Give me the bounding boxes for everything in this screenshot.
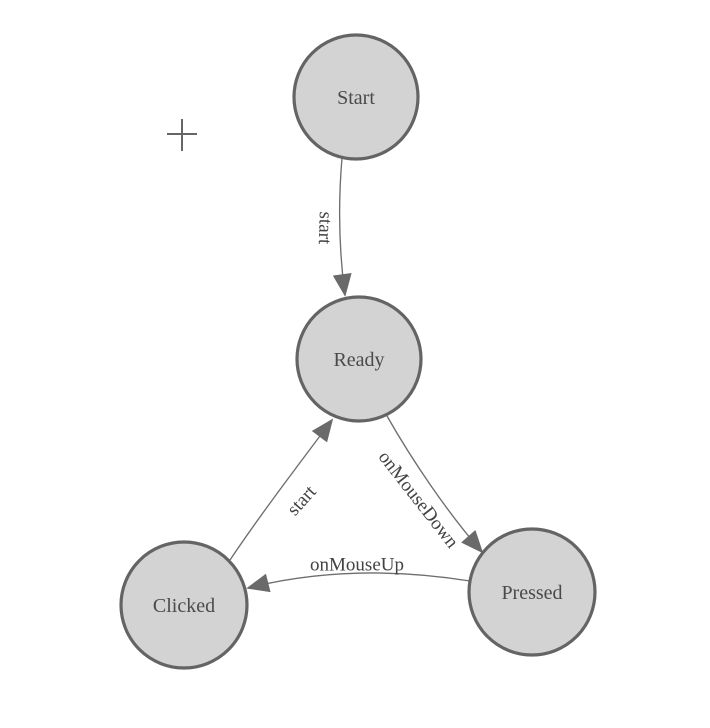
state-label: Clicked (153, 595, 215, 617)
transition-edge-clicked-to-ready[interactable]: start (229, 418, 334, 561)
state-node-pressed[interactable]: Pressed (467, 527, 597, 657)
transition-label: start (314, 211, 336, 245)
node-circle[interactable] (292, 33, 420, 161)
transition-label: onMouseDown (374, 447, 463, 553)
crosshair-plus-icon (167, 119, 197, 151)
state-label: Ready (333, 349, 384, 371)
transition-label: start (283, 481, 321, 520)
node-circle[interactable] (295, 295, 423, 423)
transition-edge-pressed-to-clicked[interactable]: onMouseUp (246, 555, 471, 593)
transition-edge-start-to-ready[interactable]: start (314, 157, 352, 297)
node-circle[interactable] (119, 540, 249, 670)
state-node-ready[interactable]: Ready (295, 295, 423, 423)
state-label: Pressed (501, 582, 562, 604)
transition-label: onMouseUp (310, 555, 404, 576)
node-circle[interactable] (467, 527, 597, 657)
state-node-start[interactable]: Start (292, 33, 420, 161)
edge-path[interactable] (332, 157, 352, 297)
edge-path[interactable] (229, 418, 334, 561)
edge-path[interactable] (386, 415, 484, 554)
transition-edge-ready-to-pressed[interactable]: onMouseDown (374, 415, 484, 554)
state-node-clicked[interactable]: Clicked (119, 540, 249, 670)
edge-path[interactable] (246, 572, 471, 593)
state-label: Start (337, 87, 375, 109)
